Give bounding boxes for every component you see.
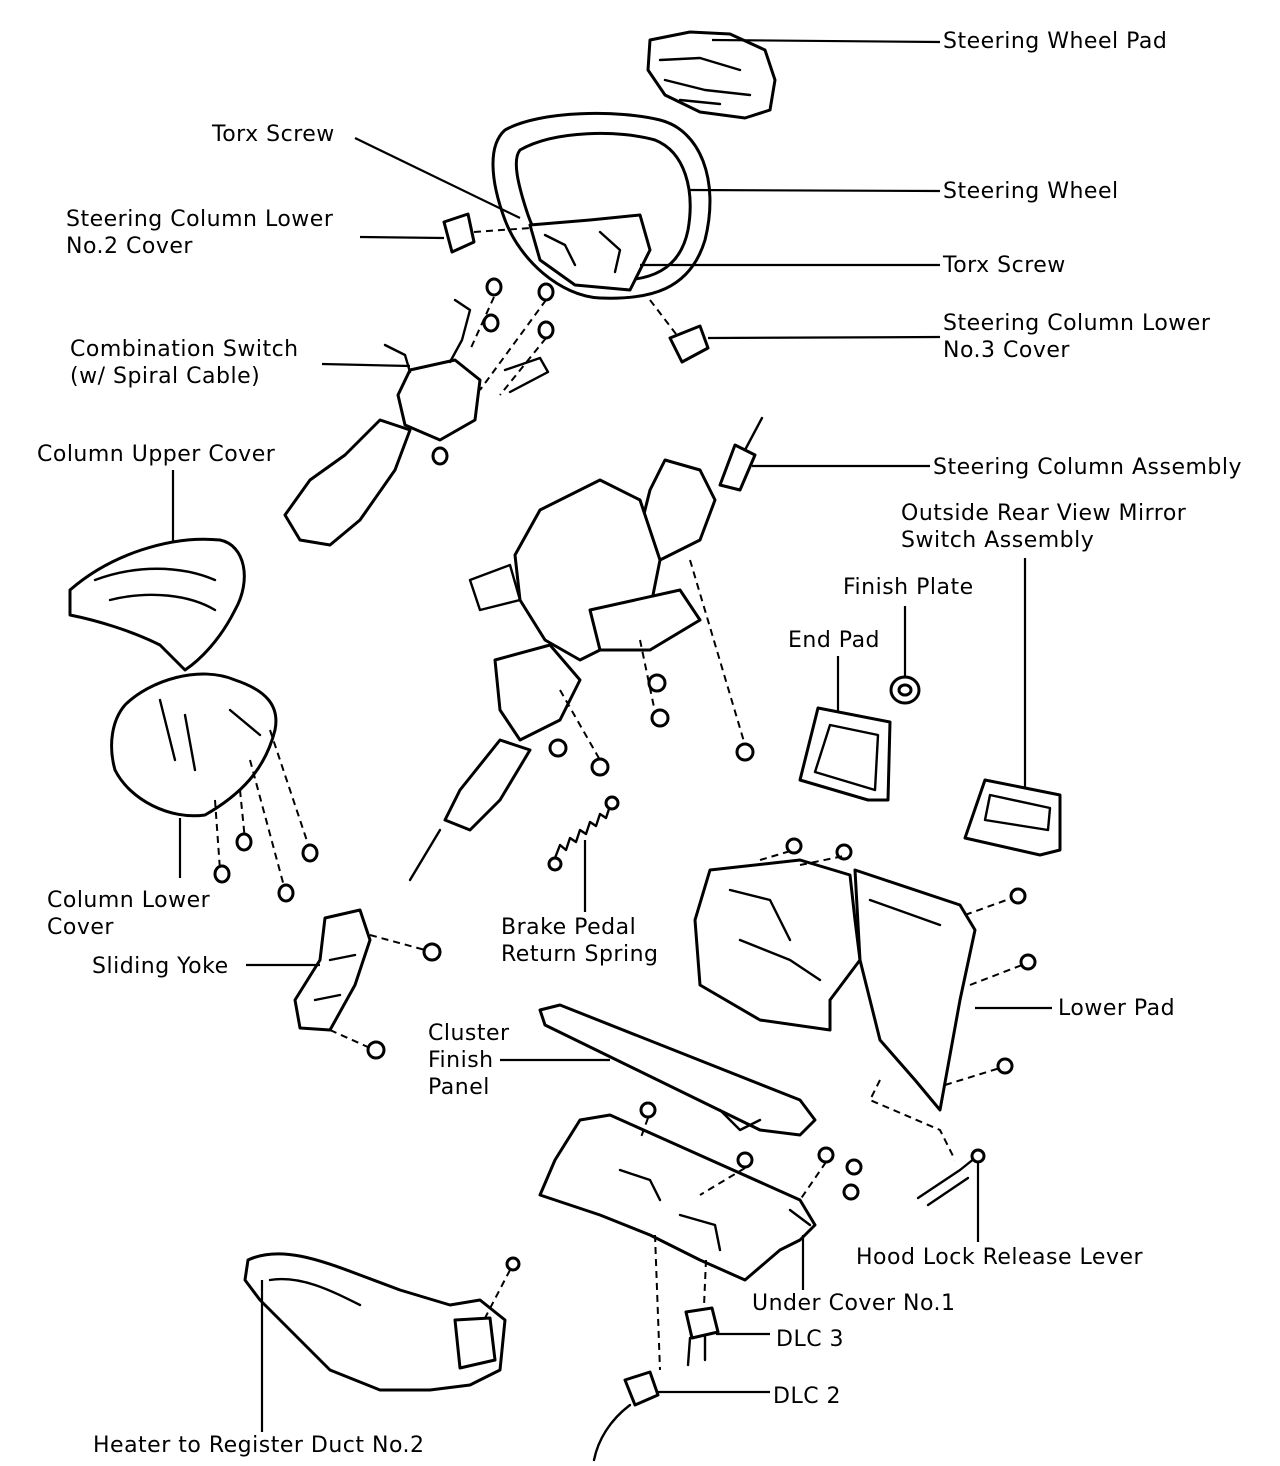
combination-switch-part bbox=[283, 277, 555, 547]
leader-no3-cover bbox=[707, 335, 941, 340]
label-steering-wheel-pad: Steering Wheel Pad bbox=[943, 29, 1168, 54]
cluster-finish-panel-part bbox=[538, 1003, 817, 1137]
label-dlc2: DLC 2 bbox=[773, 1384, 842, 1409]
heater-duct-part bbox=[243, 1252, 521, 1392]
label-end-pad: End Pad bbox=[788, 628, 881, 653]
label-hood-lock-release: Hood Lock Release Lever bbox=[856, 1245, 1144, 1270]
label-column-upper-cover: Column Upper Cover bbox=[37, 442, 276, 467]
leader-torx-top bbox=[354, 137, 521, 219]
leader-steering-wheel bbox=[689, 188, 941, 193]
label-steering-column-assembly: Steering Column Assembly bbox=[933, 455, 1242, 480]
lower-no3-cover-part bbox=[668, 324, 710, 364]
label-sliding-yoke: Sliding Yoke bbox=[92, 954, 229, 979]
steering-wheel-part bbox=[491, 111, 712, 300]
steering-wheel-pad-part bbox=[645, 30, 777, 143]
column-upper-cover-part bbox=[68, 537, 246, 672]
label-steering-wheel: Steering Wheel bbox=[943, 179, 1119, 204]
label-torx-screw-top: Torx Screw bbox=[212, 122, 335, 147]
label-under-cover-no1: Under Cover No.1 bbox=[752, 1291, 956, 1316]
label-torx-screw-right: Torx Screw bbox=[943, 253, 1066, 278]
end-pad-part bbox=[798, 706, 892, 802]
label-finish-plate: Finish Plate bbox=[843, 575, 974, 600]
dlc3-part bbox=[684, 1306, 720, 1367]
hood-lock-release-part bbox=[916, 1148, 986, 1207]
column-lower-cover-part bbox=[110, 672, 278, 818]
sliding-yoke-part bbox=[293, 908, 442, 1060]
leader-combination-switch bbox=[321, 362, 411, 368]
label-combination-switch: Combination Switch(w/ Spiral Cable) bbox=[70, 337, 299, 389]
leader-wheel-pad bbox=[711, 38, 941, 44]
leader-no2-cover bbox=[359, 235, 445, 240]
mirror-switch-part bbox=[963, 778, 1062, 857]
dlc2-part bbox=[592, 1370, 660, 1462]
brake-pedal-spring-part bbox=[547, 795, 620, 872]
label-heater-duct: Heater to Register Duct No.2 bbox=[93, 1433, 425, 1458]
steering-column-assembly-part bbox=[408, 416, 764, 882]
lower-pad-part bbox=[693, 837, 1037, 1112]
finish-plate-part bbox=[889, 675, 921, 705]
label-dlc3: DLC 3 bbox=[776, 1327, 845, 1352]
lower-no2-cover-part bbox=[442, 212, 476, 254]
label-lower-pad: Lower Pad bbox=[1058, 996, 1176, 1021]
under-cover-no1-part bbox=[538, 1101, 863, 1282]
